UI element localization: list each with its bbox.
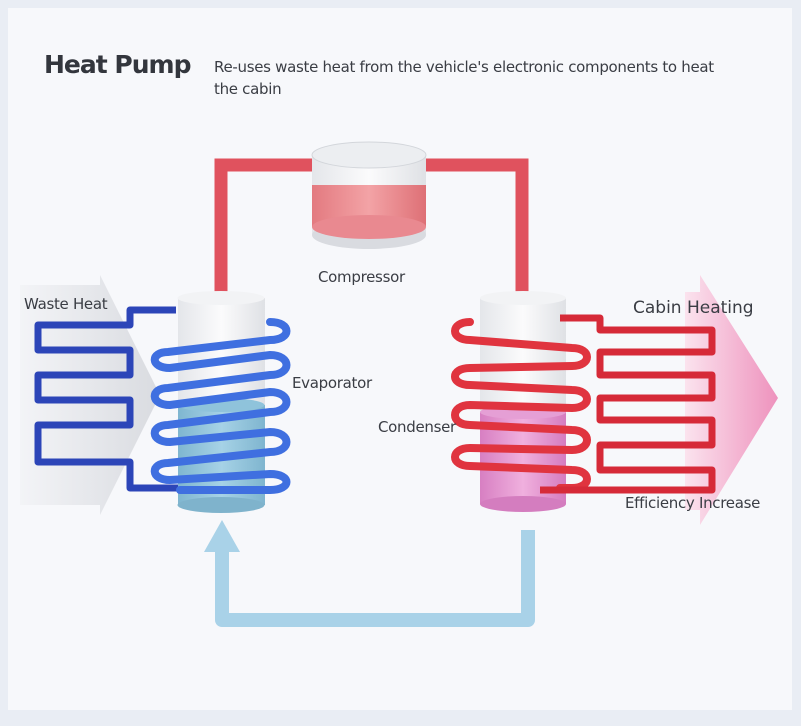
efficiency-increase-label: Efficiency Increase: [625, 494, 760, 512]
evaporator-label: Evaporator: [292, 374, 373, 392]
compressor-label: Compressor: [318, 268, 406, 286]
cabin-heating-arrow: [685, 275, 778, 525]
return-pipe: [215, 530, 535, 627]
cabin-heating-label: Cabin Heating: [633, 298, 754, 318]
page-title: Heat Pump: [44, 50, 191, 79]
waste-heat-coil: [34, 306, 185, 492]
cabin-heating-coil: [540, 314, 716, 494]
compressor: [311, 141, 427, 249]
condenser: [480, 291, 566, 512]
page-description: Re-uses waste heat from the vehicle's el…: [214, 58, 714, 98]
evaporator-coil: [150, 318, 291, 494]
waste-heat-arrow: [20, 275, 160, 515]
condenser-label: Condenser: [378, 418, 457, 436]
condenser-coil: [451, 318, 591, 492]
return-arrowhead-icon: [204, 520, 240, 552]
waste-heat-label: Waste Heat: [24, 295, 108, 313]
